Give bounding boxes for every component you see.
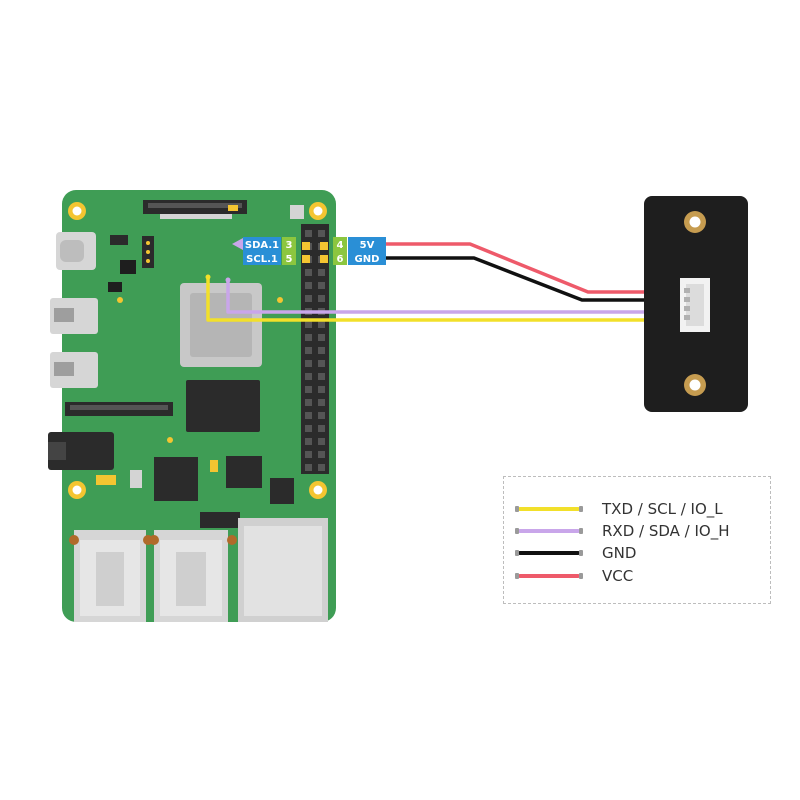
sda-pin-label [243, 237, 281, 251]
wires [205, 242, 688, 322]
pin-number-3 [282, 237, 296, 251]
legend-label: RXD / SDA / IO_H [602, 522, 730, 540]
pin-number-4-text: 4 [337, 240, 344, 251]
legend-label: VCC [602, 567, 634, 585]
pin-number-3-text: 3 [286, 240, 293, 251]
scl-pin-label [243, 251, 281, 265]
legend-swatch [515, 528, 583, 534]
gnd-wire [386, 256, 688, 302]
legend-item-rxd: RXD / SDA / IO_H [515, 521, 730, 541]
pin-number-6 [333, 251, 347, 265]
legend-item-txd: TXD / SCL / IO_L [515, 499, 723, 519]
mounting-hole-icon [684, 211, 706, 396]
5v-pin-text: 5V [360, 240, 375, 251]
pin-labels: SDA.1 3 SCL.1 5 4 5V 6 GND [232, 237, 386, 265]
usb-port [74, 530, 146, 622]
raspberry-pi-board [48, 190, 336, 622]
usb-port [154, 530, 228, 622]
rxd-sda-wire [226, 280, 688, 314]
sda-pin-text: SDA.1 [245, 240, 279, 251]
ethernet-port [238, 518, 328, 622]
legend-swatch [515, 550, 583, 556]
gnd-pin-text: GND [355, 254, 380, 265]
wire-legend: TXD / SCL / IO_L RXD / SDA / IO_H GND VC… [503, 476, 771, 604]
scl-pin-text: SCL.1 [246, 254, 278, 265]
5v-pin-label [348, 237, 386, 251]
pin-number-6-text: 6 [337, 254, 344, 265]
txd-scl-wire [206, 277, 688, 322]
pin-number-5-text: 5 [286, 254, 293, 265]
legend-label: GND [602, 544, 637, 562]
ram-chip [186, 380, 260, 432]
legend-swatch [515, 573, 583, 579]
gnd-pin-label [348, 251, 386, 265]
legend-item-gnd: GND [515, 543, 637, 563]
sensor-module [644, 196, 748, 412]
pin-number-4 [333, 237, 347, 251]
legend-label: TXD / SCL / IO_L [602, 500, 723, 518]
legend-swatch [515, 506, 583, 512]
vcc-wire [386, 242, 688, 294]
pin-number-5 [282, 251, 296, 265]
audio-jack [48, 432, 114, 470]
legend-item-vcc: VCC [515, 566, 634, 586]
mounting-hole-icon [68, 202, 327, 499]
